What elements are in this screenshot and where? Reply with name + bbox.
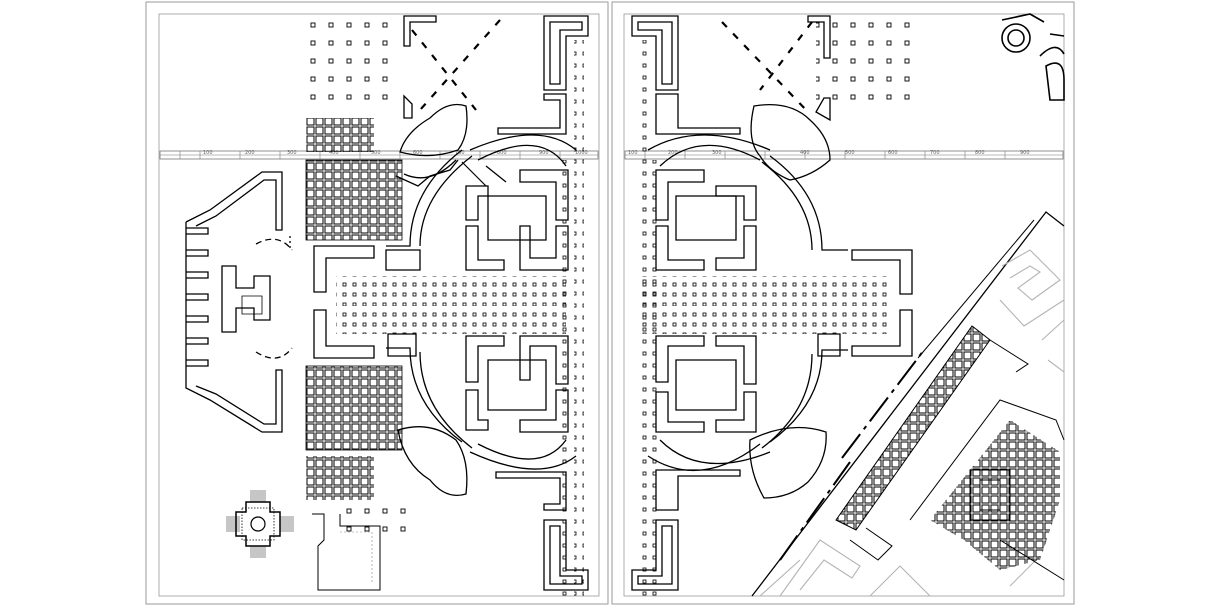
scale-bar-right: 100 200 300 400 500 600 700 800 900: [624, 150, 1064, 160]
column-grid-top-right: [816, 22, 920, 104]
circular-tower: [1001, 13, 1065, 101]
cruciform-block-upper: [465, 169, 569, 271]
scale-tick-label: 400: [800, 150, 810, 156]
cellular-block-upper-a: [306, 118, 374, 152]
grand-arc-upper: [386, 149, 463, 247]
fan-exedra-lower: [397, 426, 468, 497]
scale-tick-label: 100: [203, 150, 213, 156]
cruciform-block-lower: [465, 335, 569, 433]
small-cruciform-plan: [226, 490, 294, 558]
grand-arc-lower: [386, 347, 463, 443]
scale-tick-label: 800: [497, 150, 507, 156]
l-wall-top-left: [631, 15, 679, 91]
diagonal-enclosure: [751, 211, 1065, 597]
scale-tick-label: 600: [888, 150, 898, 156]
scale-tick-label: 100: [628, 150, 638, 156]
left-sheet-plan: [185, 15, 589, 600]
scale-tick-label: 800: [975, 150, 985, 156]
fan-exedra-lower-right: [749, 426, 827, 499]
scale-tick-label: 900: [539, 150, 549, 156]
meander-pattern: [759, 249, 1065, 597]
sheet-left-inner: [158, 13, 600, 597]
scale-tick-label: 500: [845, 150, 855, 156]
scale-tick-label: 700: [455, 150, 465, 156]
right-sheet-plan: [631, 13, 1065, 600]
l-block-right-mid: [851, 249, 913, 295]
cellular-block-lower-b: [306, 456, 374, 500]
column-grid-top-left: [300, 20, 394, 102]
l-block-mid: [313, 245, 375, 293]
scale-bar-left: 100 200 300 400 500 600 700 800 900 1000: [159, 150, 599, 160]
scale-tick-label: 500: [371, 150, 381, 156]
scale-tick-label: 300: [287, 150, 297, 156]
cruciform-block-right-upper: [655, 169, 757, 271]
cellular-block-upper-b: [306, 160, 402, 240]
column-row-right: [574, 40, 584, 600]
sheet-left-frame: [145, 1, 609, 605]
scale-tick-label: 600: [413, 150, 423, 156]
scale-tick-label: 400: [329, 150, 339, 156]
fan-exedra-upper: [395, 103, 468, 187]
sheet-right-frame: [611, 1, 1075, 605]
avenue-colonnade: [336, 276, 566, 306]
scale-tick-label: 200: [245, 150, 255, 156]
crenellated-block: [835, 325, 1065, 581]
sheet-right-inner: [623, 13, 1065, 597]
l-wall-top-right: [543, 15, 589, 91]
triangular-court: [403, 15, 437, 47]
avenue-colonnade-right: [640, 276, 890, 306]
fan-exedra-upper-right: [750, 103, 831, 181]
scale-tick-label: 200: [668, 150, 678, 156]
l-wall-bottom-right: [543, 519, 589, 591]
fortress-gate-complex: [185, 171, 293, 433]
partial-building-bottom-left: [312, 513, 381, 591]
cruciform-block-right-lower: [655, 335, 757, 433]
sheet-frames: [145, 1, 1075, 605]
scale-tick-label: 300: [712, 150, 722, 156]
cellular-block-lower-a: [306, 366, 402, 450]
scale-tick-label: 700: [930, 150, 940, 156]
l-wall-bottom-left-right: [631, 519, 679, 591]
scale-tick-label: 900: [1020, 150, 1030, 156]
